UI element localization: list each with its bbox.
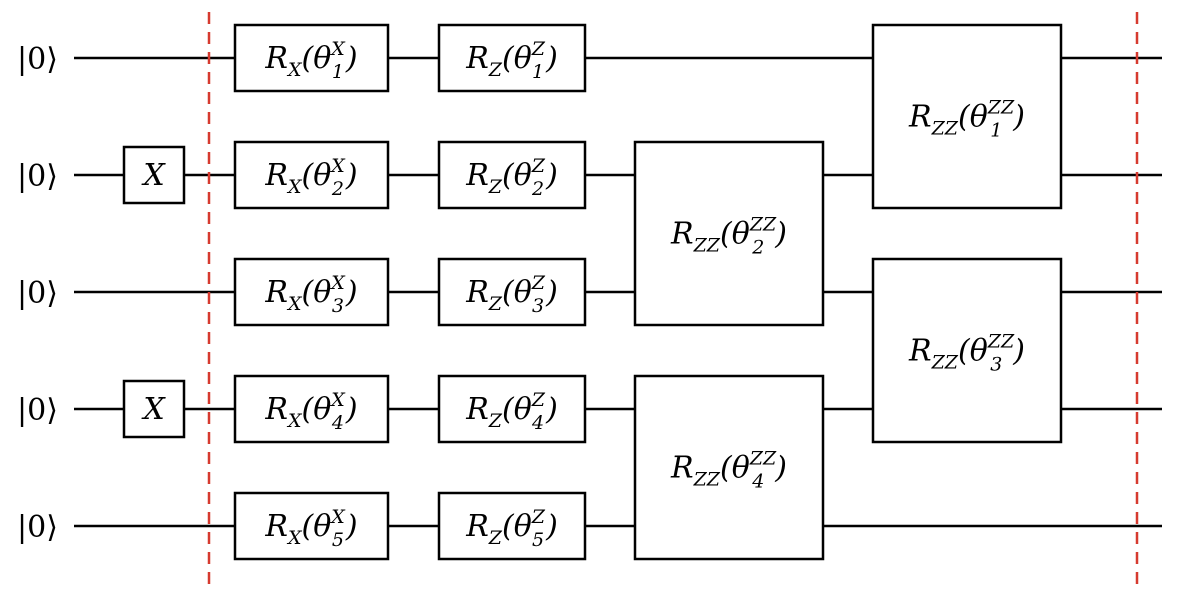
qubit-init-label: |0⟩ [17,159,58,194]
barrier-layer [207,12,1139,585]
gate-box [437,491,587,561]
gate-box [437,140,587,210]
gate-x-q2: X [122,145,186,205]
gate-box [122,379,186,439]
gate-box [233,140,390,210]
gate-box [871,23,1063,210]
gate-box [233,23,390,93]
gate-box [871,257,1063,444]
qubit-init-label: |0⟩ [17,393,58,428]
gate-label: X [141,392,166,427]
qubit-init-label: |0⟩ [17,510,58,545]
gate-x-q4: X [122,379,186,439]
gate-label: X [141,158,166,193]
qubit-init-label: |0⟩ [17,276,58,311]
gate-box [633,140,825,327]
gate-box [437,374,587,444]
gate-box [233,491,390,561]
gate-box [437,23,587,93]
init-labels-layer: |0⟩ |0⟩ |0⟩ |0⟩ |0⟩ [17,42,58,545]
gate-box [233,257,390,327]
gate-box [437,257,587,327]
qubit-init-label: |0⟩ [17,42,58,77]
gate-box [233,374,390,444]
gate-box [122,145,186,205]
gate-box [633,374,825,561]
